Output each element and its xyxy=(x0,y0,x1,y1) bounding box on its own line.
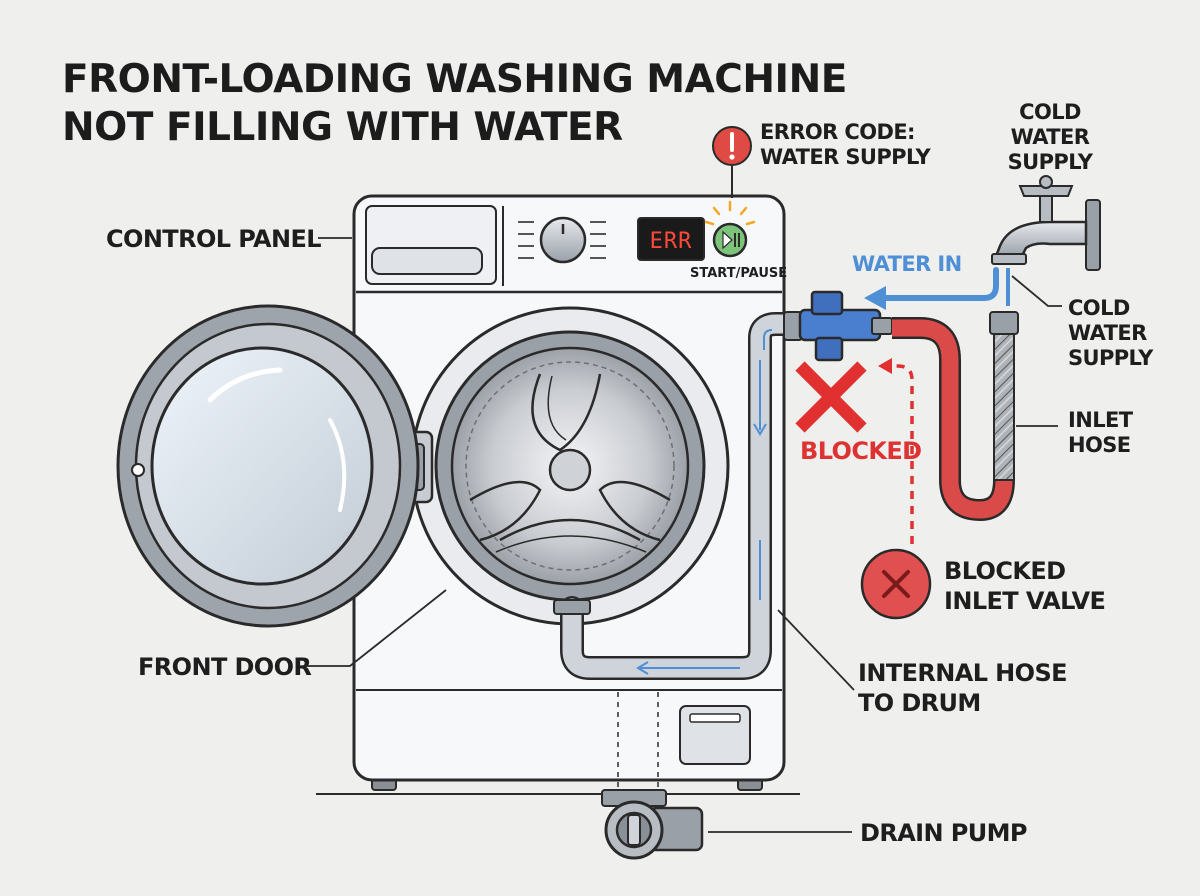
title-line-2: NOT FILLING WITH WATER xyxy=(62,105,623,150)
hose-drum-connector xyxy=(553,599,591,615)
error-code-label-line-1: ERROR CODE: xyxy=(760,120,915,144)
inlet-hose xyxy=(892,319,1013,519)
drum-lifter-top xyxy=(531,373,602,452)
blocked-inlet-valve-line-2: INLET VALVE xyxy=(944,587,1106,615)
hose-tap-connector xyxy=(989,311,1019,335)
diagram-title: FRONT-LOADING WASHING MACHINE NOT FILLIN… xyxy=(62,56,847,152)
cold-water-supply-side-label: COLD WATER SUPPLY xyxy=(1068,296,1153,371)
leader-lines xyxy=(304,237,1062,833)
drum-lifter-left xyxy=(469,480,542,542)
error-code-label: ERROR CODE: WATER SUPPLY xyxy=(760,120,931,170)
door-latch xyxy=(131,463,145,477)
internal-hose-label: INTERNAL HOSE TO DRUM xyxy=(858,658,1068,718)
faucet-spout xyxy=(994,220,1088,258)
cold-water-supply-side-line-3: SUPPLY xyxy=(1068,346,1153,370)
drum-perforation xyxy=(465,361,675,571)
water-in-arrowhead xyxy=(864,286,886,310)
drawer-handle xyxy=(371,247,483,275)
title-line-1: FRONT-LOADING WASHING MACHINE xyxy=(62,57,847,102)
inlet-hose-line-2: HOSE xyxy=(1068,433,1131,457)
cold-water-supply-top-line-1: COLD WATER xyxy=(1010,100,1090,149)
braided-hose-section xyxy=(993,329,1015,481)
program-dial-knob xyxy=(539,216,587,264)
faucet-handle xyxy=(1018,185,1074,197)
cold-water-supply-top-label: COLD WATER SUPPLY xyxy=(978,100,1122,175)
blocked-inlet-valve-line-1: BLOCKED xyxy=(944,557,1066,585)
cold-water-supply-side-line-1: COLD xyxy=(1068,296,1130,320)
drum-hub xyxy=(548,448,592,492)
blocked-inlet-valve-label: BLOCKED INLET VALVE xyxy=(944,556,1106,616)
error-code-label-line-2: WATER SUPPLY xyxy=(760,145,931,169)
internal-hose xyxy=(562,314,806,678)
internal-hose-line-2: TO DRUM xyxy=(858,689,981,717)
blocked-label: BLOCKED xyxy=(800,437,922,465)
inlet-hose-line-1: INLET xyxy=(1068,408,1133,432)
dial-marks xyxy=(518,221,606,259)
water-in-arrow xyxy=(881,267,999,301)
front-door-label: FRONT DOOR xyxy=(138,653,312,681)
wall-plate xyxy=(1085,199,1101,271)
err-display-text: ERR xyxy=(650,229,693,254)
internal-hose-line-1: INTERNAL HOSE xyxy=(858,659,1068,687)
cold-water-supply-top-line-2: SUPPLY xyxy=(1007,150,1093,174)
inlet-hose-label: INLET HOSE xyxy=(1068,408,1133,458)
door-glass xyxy=(150,346,374,586)
drum-lifter-right xyxy=(598,480,671,542)
err-display xyxy=(637,217,705,261)
start-pause-label: START/PAUSE xyxy=(690,266,788,281)
cold-water-supply-side-line-2: WATER xyxy=(1068,321,1147,345)
start-button-glow xyxy=(704,200,756,226)
drain-pump-label: DRAIN PUMP xyxy=(860,819,1028,847)
control-panel-label: CONTROL PANEL xyxy=(106,225,322,253)
water-in-label: WATER IN xyxy=(852,252,962,276)
blocked-x-icon xyxy=(795,361,867,433)
blocked-pointer xyxy=(890,364,914,544)
play-icon xyxy=(722,230,733,250)
